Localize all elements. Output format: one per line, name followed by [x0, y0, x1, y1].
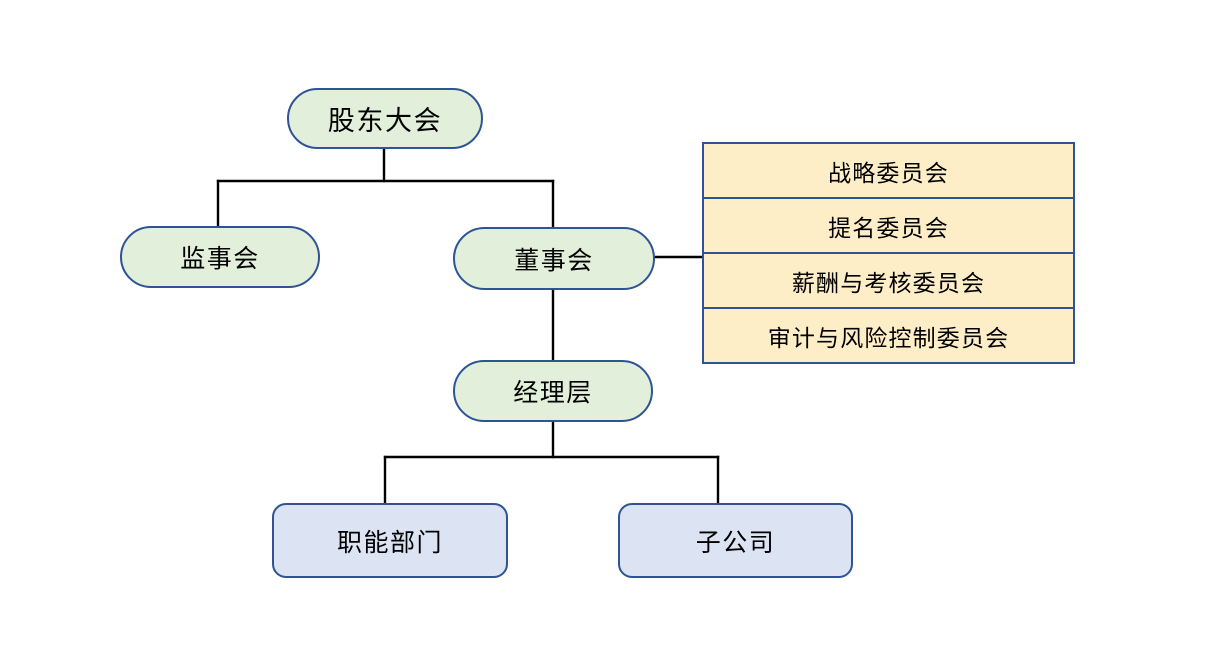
- committee-row-audit-risk-control[interactable]: 审计与风险控制委员会: [704, 309, 1073, 362]
- committee-row-strategy[interactable]: 战略委员会: [704, 144, 1073, 199]
- node-shareholders-meeting[interactable]: 股东大会: [287, 88, 483, 149]
- node-functional-departments[interactable]: 职能部门: [272, 503, 508, 578]
- committee-row-compensation-assessment[interactable]: 薪酬与考核委员会: [704, 254, 1073, 309]
- node-board-of-supervisors[interactable]: 监事会: [120, 226, 320, 288]
- committee-row-nomination[interactable]: 提名委员会: [704, 199, 1073, 254]
- node-board-of-directors[interactable]: 董事会: [453, 227, 655, 290]
- node-management-layer[interactable]: 经理层: [453, 360, 653, 422]
- node-subsidiary[interactable]: 子公司: [618, 503, 853, 578]
- committee-table: 战略委员会 提名委员会 薪酬与考核委员会 审计与风险控制委员会: [702, 142, 1075, 364]
